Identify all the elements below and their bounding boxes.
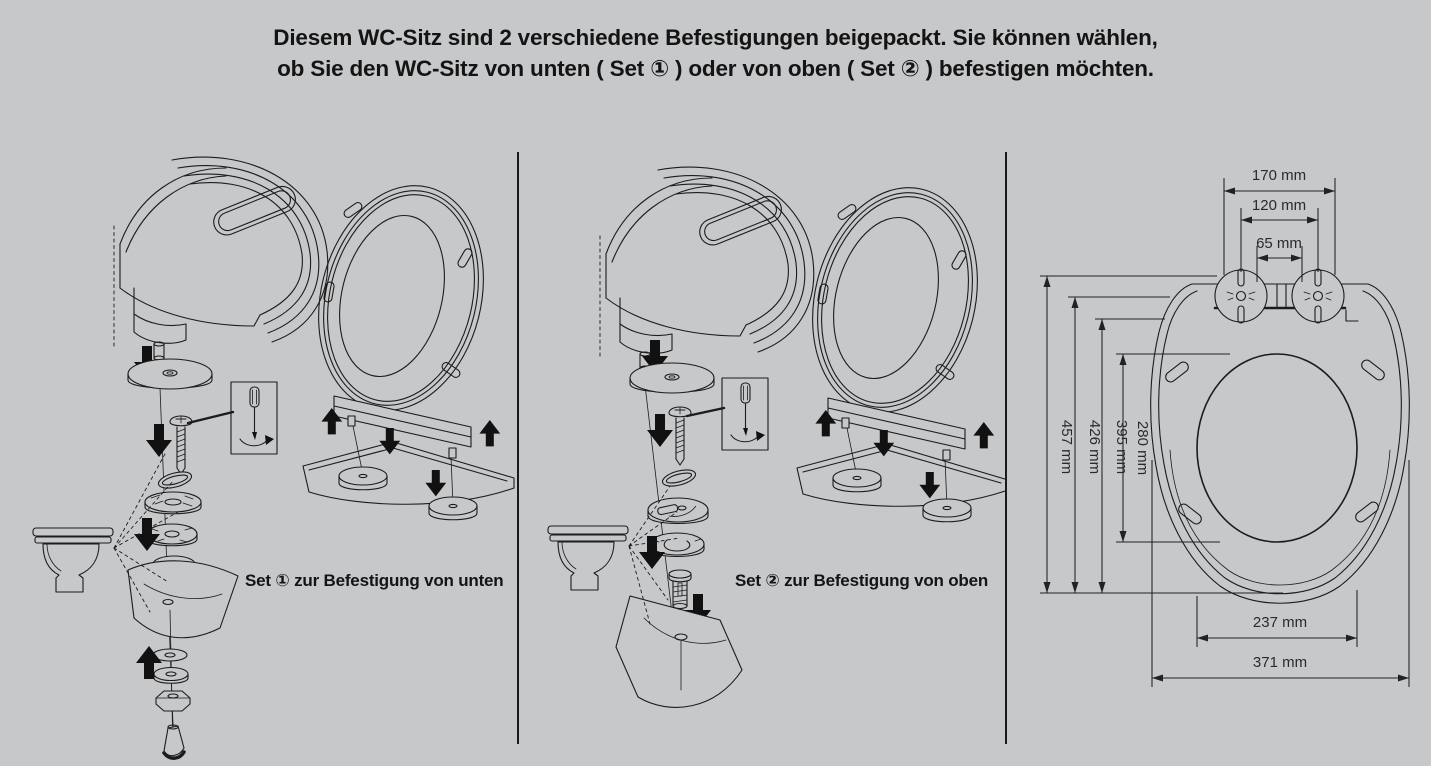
dim-label-426mm: 426 mm (1086, 420, 1103, 474)
set1-exploded-stack (127, 346, 239, 760)
screwdriver-inset (186, 381, 278, 455)
mount-disc (629, 362, 715, 394)
set2-illustration (547, 166, 1005, 708)
set1-illustration (32, 156, 518, 760)
sight-lines (628, 485, 681, 625)
hinge-screw-left (1214, 268, 1268, 324)
ceramic-flange-section (127, 560, 239, 639)
washer-small (153, 666, 189, 684)
bumper (1165, 361, 1189, 383)
panel-divider-right (1005, 152, 1007, 744)
seat-opening (1196, 353, 1358, 543)
sight-lines (113, 451, 179, 613)
screwdriver-icon (721, 377, 769, 451)
oval-washer (661, 469, 697, 487)
bumper (1355, 501, 1379, 523)
dim-label-237mm: 237 mm (1253, 614, 1307, 631)
dim-label-120mm: 120 mm (1252, 197, 1306, 214)
bumper (1178, 503, 1202, 525)
seat-top-view (1150, 268, 1410, 604)
seat-ring-assembly (790, 170, 1005, 522)
down-arrow-icon (146, 424, 172, 457)
dim-label-280mm: 280 mm (1134, 421, 1151, 475)
expansion-dowel (668, 569, 692, 610)
mount-disc (127, 358, 213, 390)
seat-ring-assembly (296, 168, 514, 520)
toilet-bowl-drawing (32, 527, 114, 593)
set2-caption: Set ② zur Befestigung von oben (735, 571, 989, 590)
dimension-drawing: 170 mm 120 mm 65 mm 457 mm 426 mm 395 mm (1040, 167, 1410, 687)
dimension-lines: 170 mm 120 mm 65 mm 457 mm 426 mm 395 mm (1040, 167, 1410, 687)
down-arrow-icon (647, 414, 673, 447)
set2-exploded-stack (615, 340, 743, 708)
bumper (1361, 359, 1385, 381)
oval-washer (157, 471, 193, 489)
dim-label-170mm: 170 mm (1252, 167, 1306, 184)
header-line-1: Diesem WC-Sitz sind 2 verschiedene Befes… (273, 25, 1158, 50)
ceramic-flange-section (615, 595, 743, 708)
toggle-anchor (162, 724, 186, 760)
lock-disc (146, 523, 198, 547)
split-ring-disc (649, 532, 705, 557)
header: Diesem WC-Sitz sind 2 verschiedene Befes… (0, 22, 1431, 84)
slotted-disc (647, 497, 709, 524)
screwdriver-icon (230, 381, 278, 455)
toilet-bowl-drawing (547, 525, 629, 591)
panel-divider-left (517, 152, 519, 744)
dim-label-371mm: 371 mm (1253, 654, 1307, 671)
header-line-2: ob Sie den WC-Sitz von unten ( Set ① ) o… (277, 56, 1154, 81)
dim-label-65mm: 65 mm (1256, 235, 1302, 252)
hex-nut (155, 690, 191, 712)
screwdriver-inset (685, 377, 769, 451)
seat-underside-view (113, 156, 329, 361)
dim-label-395mm: 395 mm (1113, 420, 1130, 474)
set1-caption: Set ① zur Befestigung von unten (245, 571, 504, 590)
washer-small (152, 648, 188, 662)
dim-label-457mm: 457 mm (1058, 420, 1075, 474)
seat-underside-view (599, 166, 815, 371)
screw (169, 415, 193, 475)
hinge-screw-right (1291, 268, 1345, 324)
